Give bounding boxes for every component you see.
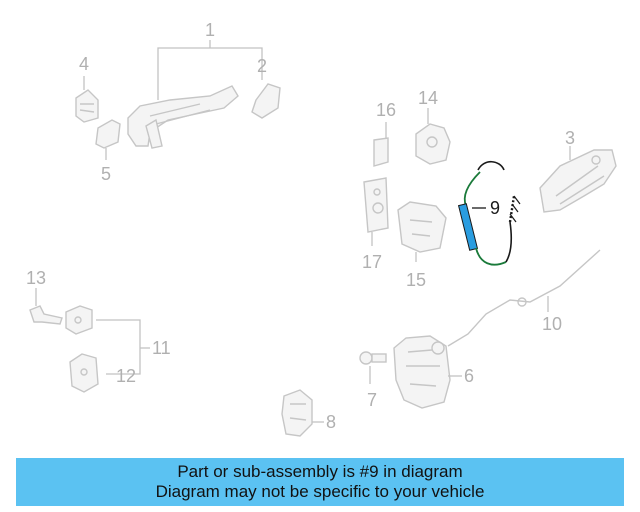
part-7-screw	[359, 351, 373, 365]
part-16-cover	[373, 137, 389, 167]
parts-diagram: 1 2 4 5 16 14 17 15 3 9	[26, 20, 617, 437]
leader-1	[157, 47, 263, 100]
callout-3: 3	[565, 128, 575, 148]
callout-7: 7	[367, 390, 377, 410]
part-14-latch-block	[415, 123, 451, 165]
part-10-release-cable	[447, 249, 601, 347]
part-1-door-handle	[127, 85, 239, 149]
callout-2: 2	[257, 56, 267, 76]
part-11-hinge-upper	[65, 305, 93, 335]
callout-10: 10	[542, 314, 562, 334]
callout-4: 4	[79, 54, 89, 74]
callout-17: 17	[362, 252, 382, 272]
part-4-bracket	[75, 89, 99, 123]
callout-1: 1	[205, 20, 215, 40]
part-12-plate	[69, 353, 99, 393]
part-17-striker-plate	[363, 177, 389, 233]
callout-14: 14	[418, 88, 438, 108]
part-9-cable-assembly	[457, 160, 521, 266]
part-8-latch-bracket	[281, 389, 313, 437]
info-banner: Part or sub-assembly is #9 in diagram Di…	[16, 458, 624, 506]
callout-6: 6	[464, 366, 474, 386]
part-6-door-latch	[393, 335, 451, 409]
part-15-striker	[397, 201, 447, 253]
callout-15: 15	[406, 270, 426, 290]
callout-9: 9	[490, 198, 500, 218]
banner-line-2: Diagram may not be specific to your vehi…	[155, 482, 485, 501]
callout-16: 16	[376, 100, 396, 120]
callout-12: 12	[116, 366, 136, 386]
callout-11: 11	[152, 338, 171, 358]
part-2-handle-cap	[251, 83, 281, 119]
part-5-gasket	[95, 119, 121, 149]
banner-line-1: Part or sub-assembly is #9 in diagram	[177, 462, 463, 481]
callout-8: 8	[326, 412, 336, 432]
callout-13: 13	[26, 268, 46, 288]
leader-11	[96, 319, 141, 375]
callout-5: 5	[101, 164, 111, 184]
part-13-bolt	[29, 305, 63, 325]
